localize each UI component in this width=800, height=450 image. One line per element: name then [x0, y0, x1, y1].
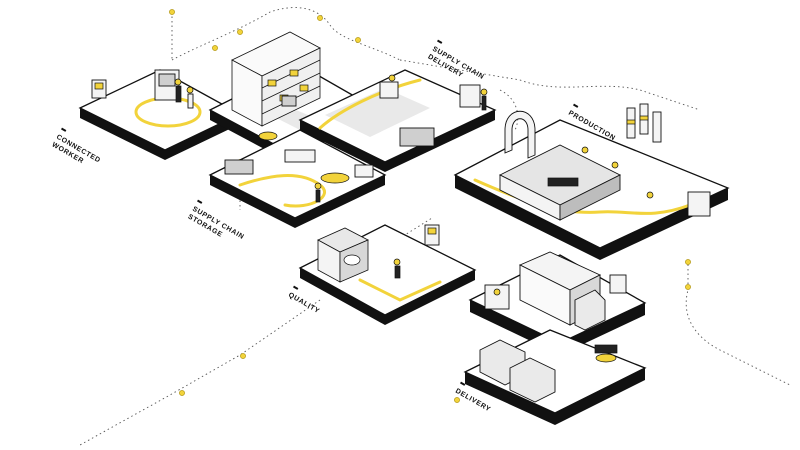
- platform-delivery-lower: [463, 329, 647, 425]
- waypoint-dot: [169, 9, 175, 15]
- waypoint-dot: [237, 29, 243, 35]
- waypoint-dot: [685, 284, 691, 290]
- waypoint-dot: [317, 15, 323, 21]
- production-machine: [498, 144, 622, 221]
- delivery-truck: [518, 251, 606, 331]
- platform-supply-chain-storage: [208, 129, 387, 228]
- platform-production: [453, 103, 730, 260]
- quality-scanner: [317, 227, 369, 283]
- waypoint-dot: [355, 37, 361, 43]
- gateway-arch: [504, 111, 536, 159]
- waypoint-dot: [685, 259, 691, 265]
- waypoint-dot: [240, 353, 246, 359]
- platform-connected-worker: [78, 69, 242, 160]
- delivery-vans: [479, 339, 556, 403]
- waypoint-dot: [179, 390, 185, 396]
- platform-quality: [298, 224, 477, 325]
- production-silos: [626, 103, 662, 143]
- waypoint-dot: [454, 397, 460, 403]
- label-connected-worker: CONNECTED WORKER: [51, 127, 102, 165]
- label-supply-chain-delivery: SUPPLY CHAIN DELIVERY: [427, 39, 485, 81]
- waypoint-dot: [212, 45, 218, 51]
- label-supply-chain-storage: SUPPLY CHAIN STORAGE: [187, 199, 245, 241]
- platform-supply-chain-delivery: [298, 69, 497, 172]
